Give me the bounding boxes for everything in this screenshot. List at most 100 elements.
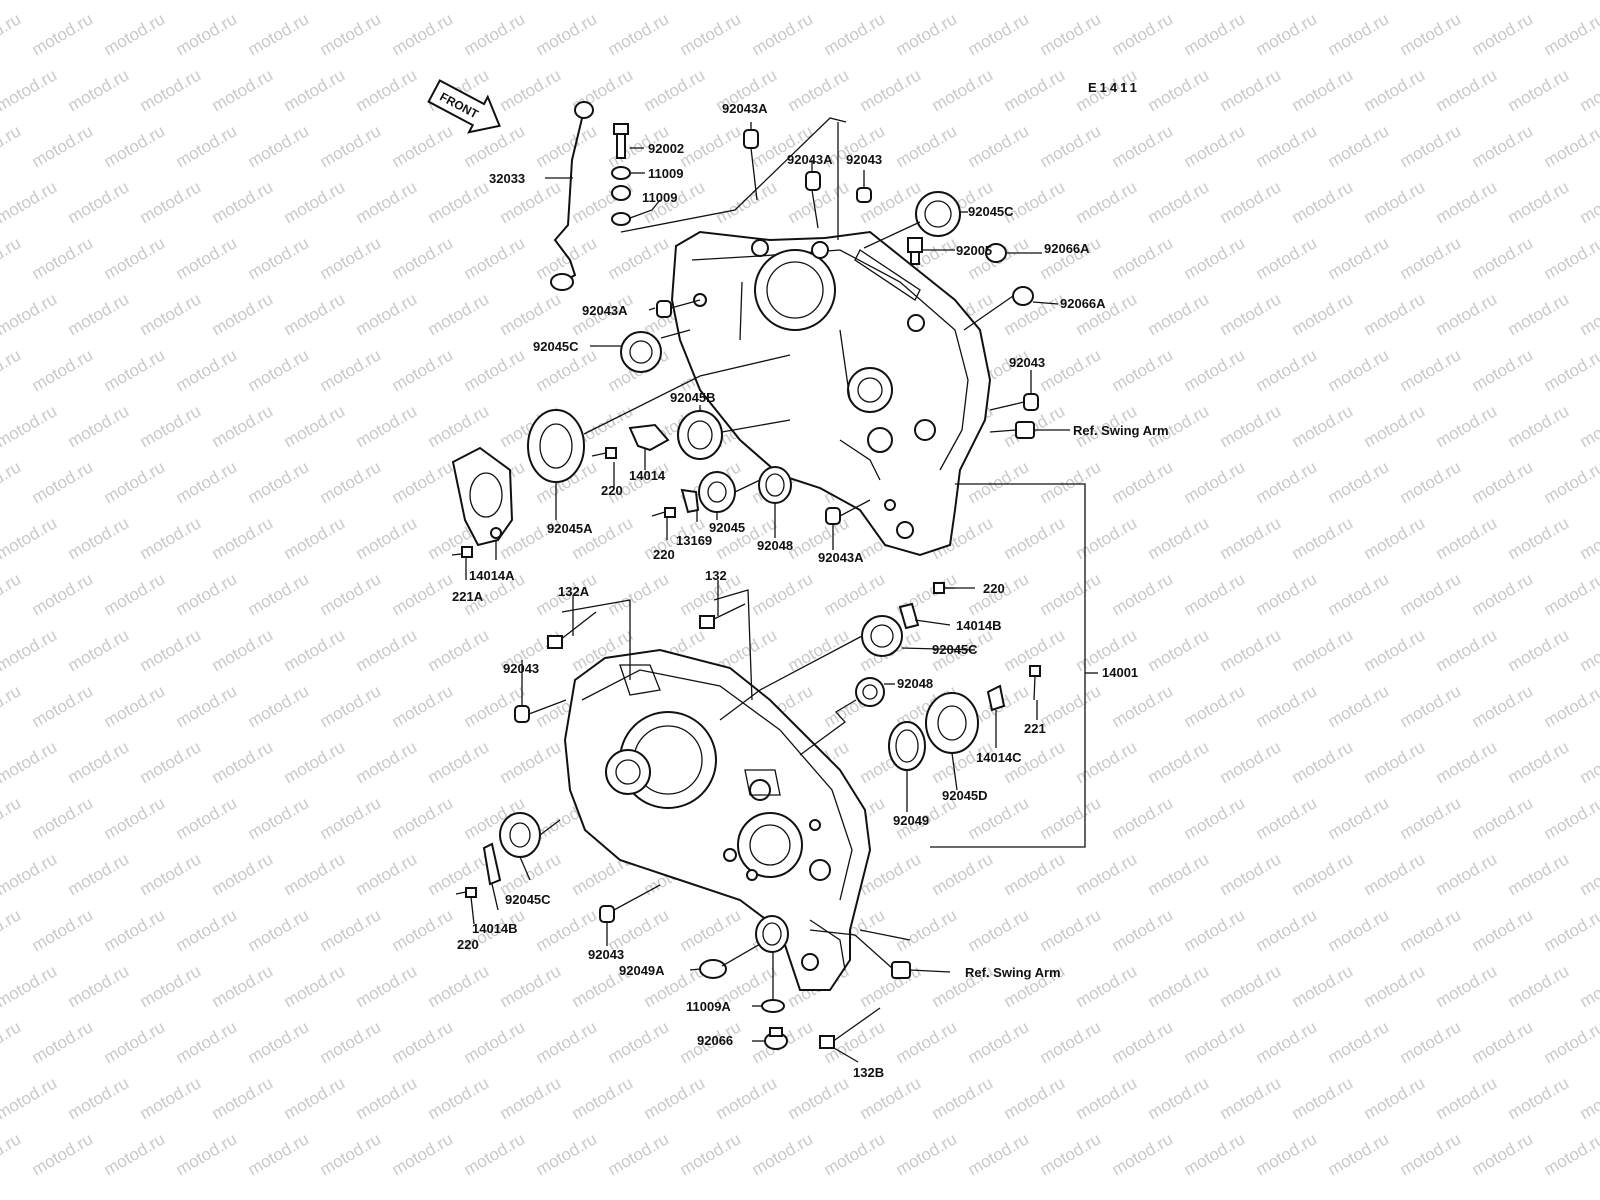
- watermark-text: motod.ru: [1037, 457, 1105, 507]
- watermark-text: motod.ru: [389, 681, 457, 731]
- watermark-text: motod.ru: [1361, 961, 1429, 1011]
- watermark-text: motod.ru: [65, 65, 133, 115]
- watermark-text: motod.ru: [317, 457, 385, 507]
- watermark-text: motod.ru: [1289, 65, 1357, 115]
- watermark-text: motod.ru: [497, 1073, 565, 1123]
- watermark-text: motod.ru: [1073, 961, 1141, 1011]
- watermark-text: motod.ru: [1037, 1017, 1105, 1067]
- watermark-text: motod.ru: [1325, 681, 1393, 731]
- watermark-text: motod.ru: [389, 9, 457, 59]
- watermark-text: motod.ru: [1109, 793, 1177, 843]
- watermark-text: motod.ru: [425, 961, 493, 1011]
- part-label: 220: [983, 581, 1005, 596]
- watermark-text: motod.ru: [173, 121, 241, 171]
- watermark-text: motod.ru: [1037, 9, 1105, 59]
- watermark-text: motod.ru: [173, 905, 241, 955]
- watermark-text: motod.ru: [749, 9, 817, 59]
- watermark-text: motod.ru: [1217, 849, 1285, 899]
- watermark-text: motod.ru: [1397, 793, 1465, 843]
- watermark-text: motod.ru: [1181, 1017, 1249, 1067]
- watermark-text: motod.ru: [0, 0, 60, 3]
- watermark-text: motod.ru: [245, 569, 313, 619]
- watermark-text: motod.ru: [677, 9, 745, 59]
- watermark-text: motod.ru: [137, 513, 205, 563]
- part-label: 92045A: [547, 521, 593, 536]
- part-label: 14014B: [956, 618, 1002, 633]
- watermark-text: motod.ru: [389, 905, 457, 955]
- watermark-text: motod.ru: [137, 177, 205, 227]
- watermark-text: motod.ru: [1325, 233, 1393, 283]
- watermark-text: motod.ru: [893, 9, 961, 59]
- watermark-text: motod.ru: [0, 65, 60, 115]
- watermark-text: motod.ru: [209, 401, 277, 451]
- watermark-text: motod.ru: [425, 737, 493, 787]
- watermark-text: motod.ru: [101, 681, 169, 731]
- part-label: 92002: [648, 141, 684, 156]
- part-label: 92066A: [1044, 241, 1090, 256]
- watermark-text: motod.ru: [245, 1129, 313, 1179]
- watermark-text: motod.ru: [1217, 65, 1285, 115]
- watermark-text: motod.ru: [1361, 849, 1429, 899]
- part-label: 92045C: [968, 204, 1014, 219]
- watermark-text: motod.ru: [29, 121, 97, 171]
- part-label: 92045C: [505, 892, 551, 907]
- part-label: 220: [653, 547, 675, 562]
- watermark-text: motod.ru: [965, 1129, 1033, 1179]
- watermark-text: motod.ru: [1397, 345, 1465, 395]
- watermark-text: motod.ru: [101, 793, 169, 843]
- part-label: 92048: [757, 538, 793, 553]
- part-label: 92043: [503, 661, 539, 676]
- ref-swing-arm-bottom: Ref. Swing Arm: [965, 965, 1061, 980]
- watermark-text: motod.ru: [29, 457, 97, 507]
- part-label: 92045C: [533, 339, 579, 354]
- watermark-text: motod.ru: [1001, 513, 1069, 563]
- watermark-text: motod.ru: [389, 345, 457, 395]
- watermark-text: motod.ru: [1289, 961, 1357, 1011]
- watermark-text: motod.ru: [1361, 0, 1429, 3]
- watermark-text: motod.ru: [1109, 1129, 1177, 1179]
- watermark-text: motod.ru: [1325, 569, 1393, 619]
- watermark-text: motod.ru: [677, 1129, 745, 1179]
- watermark-text: motod.ru: [245, 9, 313, 59]
- watermark-text: motod.ru: [29, 1017, 97, 1067]
- part-label: 132A: [558, 584, 590, 599]
- left-crankcase-half: [563, 648, 872, 991]
- watermark-text: motod.ru: [1253, 793, 1321, 843]
- watermark-text: motod.ru: [1433, 1073, 1501, 1123]
- watermark-text: motod.ru: [29, 345, 97, 395]
- watermark-text: motod.ru: [461, 345, 529, 395]
- watermark-text: motod.ru: [1289, 1073, 1357, 1123]
- watermark-text: motod.ru: [497, 65, 565, 115]
- part-label: 221A: [452, 589, 484, 604]
- watermark-text: motod.ru: [1181, 121, 1249, 171]
- watermark-text: motod.ru: [1109, 681, 1177, 731]
- watermark-text: motod.ru: [0, 1129, 24, 1179]
- watermark-text: motod.ru: [0, 401, 60, 451]
- watermark-text: motod.ru: [1145, 65, 1213, 115]
- watermark-text: motod.ru: [65, 625, 133, 675]
- watermark-text: motod.ru: [1145, 961, 1213, 1011]
- watermark-text: motod.ru: [1073, 513, 1141, 563]
- watermark-text: motod.ru: [461, 9, 529, 59]
- watermark-text: motod.ru: [245, 233, 313, 283]
- watermark-text: motod.ru: [785, 1073, 853, 1123]
- watermark-text: motod.ru: [497, 0, 565, 3]
- watermark-text: motod.ru: [1217, 625, 1285, 675]
- watermark-text: motod.ru: [1217, 513, 1285, 563]
- watermark-text: motod.ru: [209, 65, 277, 115]
- watermark-text: motod.ru: [1145, 1073, 1213, 1123]
- watermark-text: motod.ru: [1505, 625, 1573, 675]
- watermark-text: motod.ru: [281, 513, 349, 563]
- watermark-text: motod.ru: [1541, 905, 1600, 955]
- watermark-text: motod.ru: [173, 681, 241, 731]
- watermark-text: motod.ru: [1037, 345, 1105, 395]
- watermark-text: motod.ru: [1001, 1073, 1069, 1123]
- watermark-text: motod.ru: [1505, 177, 1573, 227]
- watermark-text: motod.ru: [1505, 1073, 1573, 1123]
- watermark-text: motod.ru: [785, 0, 853, 3]
- watermark-text: motod.ru: [1145, 625, 1213, 675]
- watermark-text: motod.ru: [1073, 737, 1141, 787]
- watermark-text: motod.ru: [1181, 569, 1249, 619]
- watermark-text: motod.ru: [1181, 681, 1249, 731]
- watermark-text: motod.ru: [1397, 681, 1465, 731]
